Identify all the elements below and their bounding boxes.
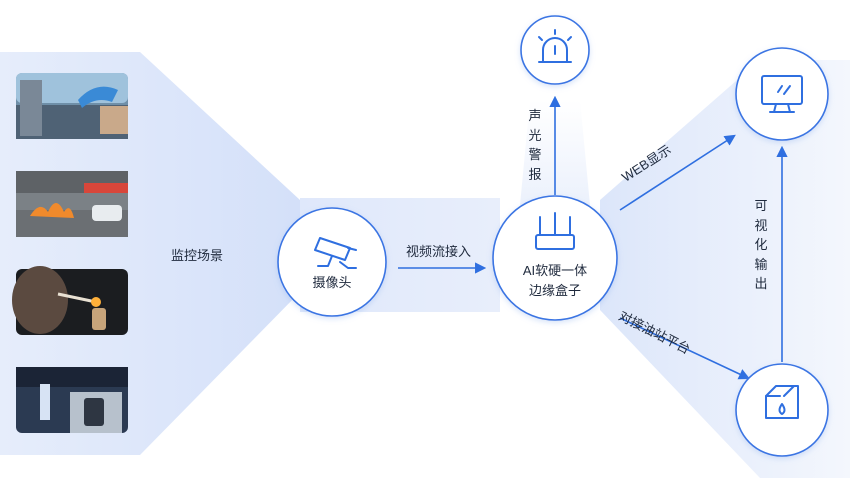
camera-label: 摄像头 (312, 275, 352, 290)
scenes-label: 监控场景 (171, 248, 224, 263)
video-input-label: 视频流接入 (406, 244, 472, 259)
router-icon (535, 212, 575, 250)
monitor-icon (761, 75, 803, 113)
scene-photo-3 (12, 266, 128, 335)
siren-icon (538, 29, 572, 63)
camera-node (277, 207, 387, 317)
oil-tank-icon (765, 385, 799, 419)
monitor-node (735, 47, 829, 141)
scene-photo-2 (16, 171, 128, 237)
platform-node (735, 363, 829, 457)
arrow-box-to-monitor (619, 134, 736, 211)
arrow-box-to-platform (619, 317, 751, 380)
scene-photo-1 (16, 73, 128, 139)
visual-output-label: 可视化输出 (754, 198, 768, 291)
box-node (492, 195, 618, 321)
box-label-line2: 边缘盒子 (528, 283, 581, 298)
alarm-label: 声光警报 (528, 108, 542, 182)
scene-beam (0, 52, 300, 455)
box-label-line1: AI软硬一体 (522, 263, 588, 278)
scene-photo-4 (16, 367, 128, 433)
cctv-camera-icon (314, 237, 357, 269)
